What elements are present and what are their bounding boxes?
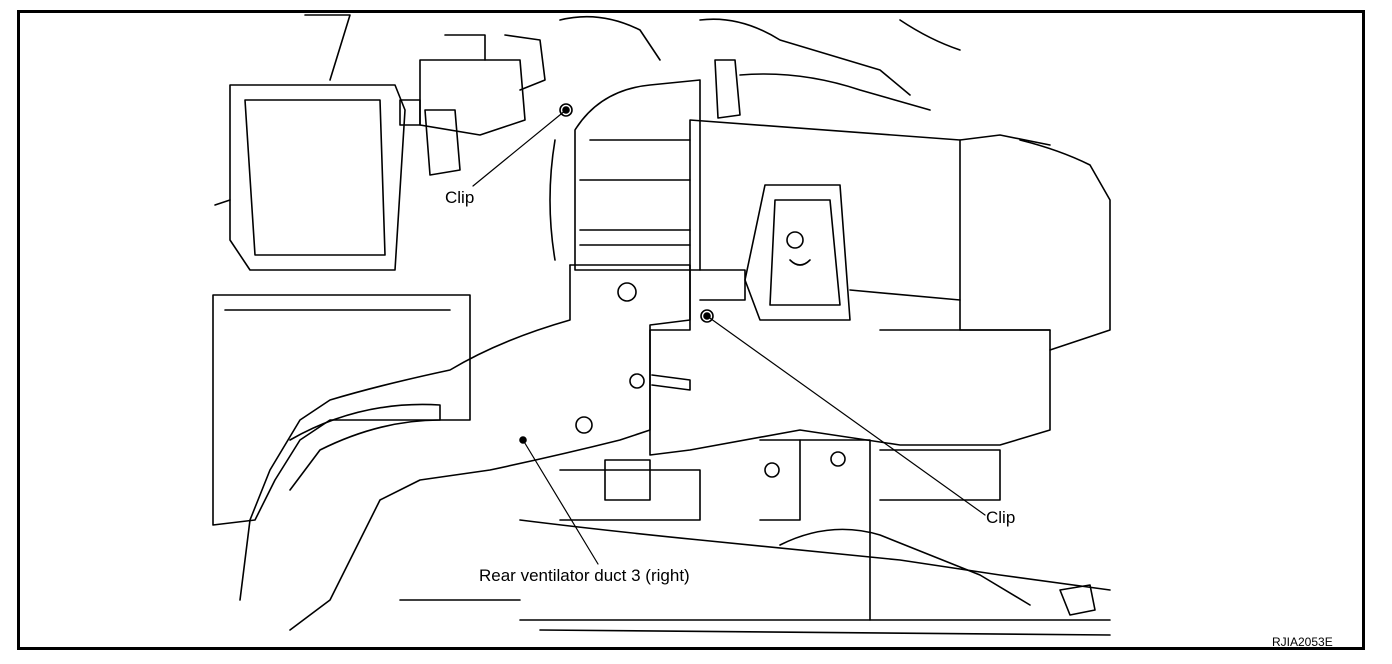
rear-ventilator-duct — [239, 264, 691, 631]
clip-markers — [519, 103, 714, 444]
left-block — [212, 14, 471, 526]
reference-code: RJIA2053E — [1272, 635, 1333, 649]
right-panel — [649, 119, 1111, 456]
diagram-frame — [17, 10, 1365, 650]
clip-label-top: Clip — [445, 188, 475, 207]
lower-structure — [399, 439, 1111, 636]
leader-lines — [472, 109, 986, 565]
duct-label: Rear ventilator duct 3 (right) — [479, 566, 690, 585]
clip-label-right: Clip — [986, 508, 1016, 527]
central-duct — [549, 79, 701, 271]
upper-connectors — [399, 15, 961, 176]
